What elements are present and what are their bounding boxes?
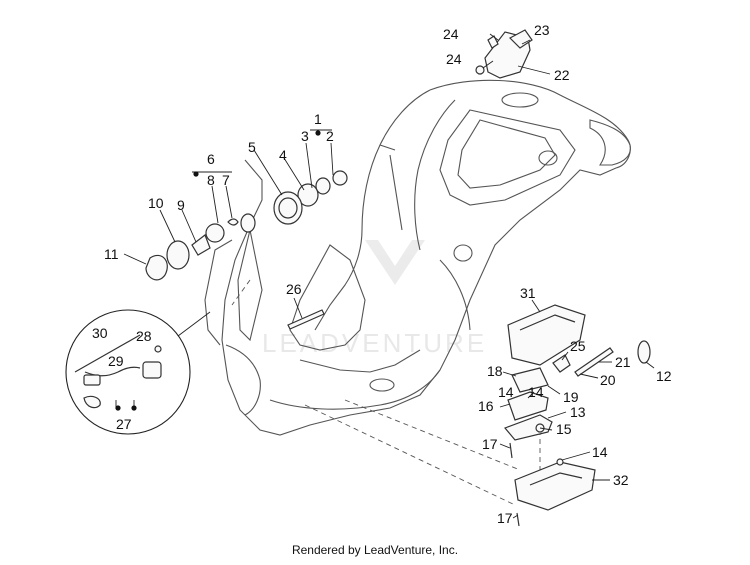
clip-part	[227, 218, 239, 226]
callout-7: 7	[222, 172, 230, 188]
callout-15: 15	[556, 421, 572, 437]
lock-cylinder-part	[332, 170, 348, 186]
callout-4: 4	[279, 147, 287, 163]
lock-assembly	[145, 170, 348, 281]
footer-credit: Rendered by LeadVenture, Inc.	[291, 543, 459, 557]
lock-body-part	[297, 183, 319, 207]
callout-labels: 1 2 3 4 5 6 7 8 9 10 11 12 13 14 14 14 1…	[92, 22, 672, 526]
clip-part-25	[552, 354, 571, 373]
callout-8: 8	[207, 172, 215, 188]
cap-part	[191, 234, 211, 256]
callout-24b: 24	[446, 51, 462, 67]
scooter-frame	[204, 79, 631, 436]
spring-part	[240, 213, 256, 233]
callout-25: 25	[570, 338, 586, 354]
callout-5: 5	[248, 139, 256, 155]
callout-14a: 14	[528, 384, 544, 400]
callout-28: 28	[136, 328, 152, 344]
callout-13: 13	[570, 404, 586, 420]
rod-part-20	[574, 347, 614, 377]
tray-part-32	[514, 461, 596, 511]
grommet-part	[83, 395, 101, 409]
projection-lines	[231, 279, 541, 506]
callout-21: 21	[615, 354, 631, 370]
callout-19: 19	[563, 389, 579, 405]
callout-30: 30	[92, 325, 108, 341]
relay-part-29	[142, 361, 162, 379]
rod-part-26	[287, 309, 325, 330]
lock-housing-part	[166, 240, 190, 270]
callout-17a: 17	[482, 436, 498, 452]
callout-16: 16	[478, 398, 494, 414]
latch-assembly	[503, 304, 651, 527]
callout-11: 11	[104, 246, 119, 262]
leader-lines	[123, 33, 655, 519]
callout-12: 12	[656, 368, 672, 384]
cover-part-31	[507, 304, 586, 366]
callout-2: 2	[326, 128, 334, 144]
callout-1: 1	[314, 111, 322, 127]
cover-cap-part	[145, 254, 168, 281]
lock-ring-part	[315, 177, 331, 195]
latch-body-part-16	[507, 391, 549, 421]
callout-31: 31	[520, 285, 536, 301]
callout-6: 6	[207, 151, 215, 167]
callout-32: 32	[613, 472, 629, 488]
callout-14c: 14	[498, 384, 514, 400]
group-markers	[115, 130, 321, 411]
bushing-part	[205, 223, 225, 243]
callout-3: 3	[301, 128, 309, 144]
wiring-inset	[65, 309, 211, 435]
screw-part-28	[154, 345, 162, 353]
callout-17b: 17	[497, 510, 513, 526]
callout-20: 20	[600, 372, 616, 388]
callout-22: 22	[554, 67, 570, 83]
cable-tie-part-30	[74, 334, 141, 373]
callout-26: 26	[286, 281, 302, 297]
connector-part	[83, 374, 101, 386]
callout-18: 18	[487, 363, 503, 379]
callout-27: 27	[116, 416, 132, 432]
callout-14b: 14	[592, 444, 608, 460]
latch-part-18	[511, 367, 549, 393]
bracket-assembly	[475, 29, 533, 79]
callout-29: 29	[108, 353, 124, 369]
watermark-logo: LEADVENTURE	[262, 240, 484, 358]
callout-23: 23	[534, 22, 550, 38]
callout-10: 10	[148, 195, 164, 211]
callout-9: 9	[177, 197, 185, 213]
callout-24a: 24	[443, 26, 459, 42]
oring-part-12	[637, 340, 651, 364]
bracket-part-13	[503, 414, 553, 441]
